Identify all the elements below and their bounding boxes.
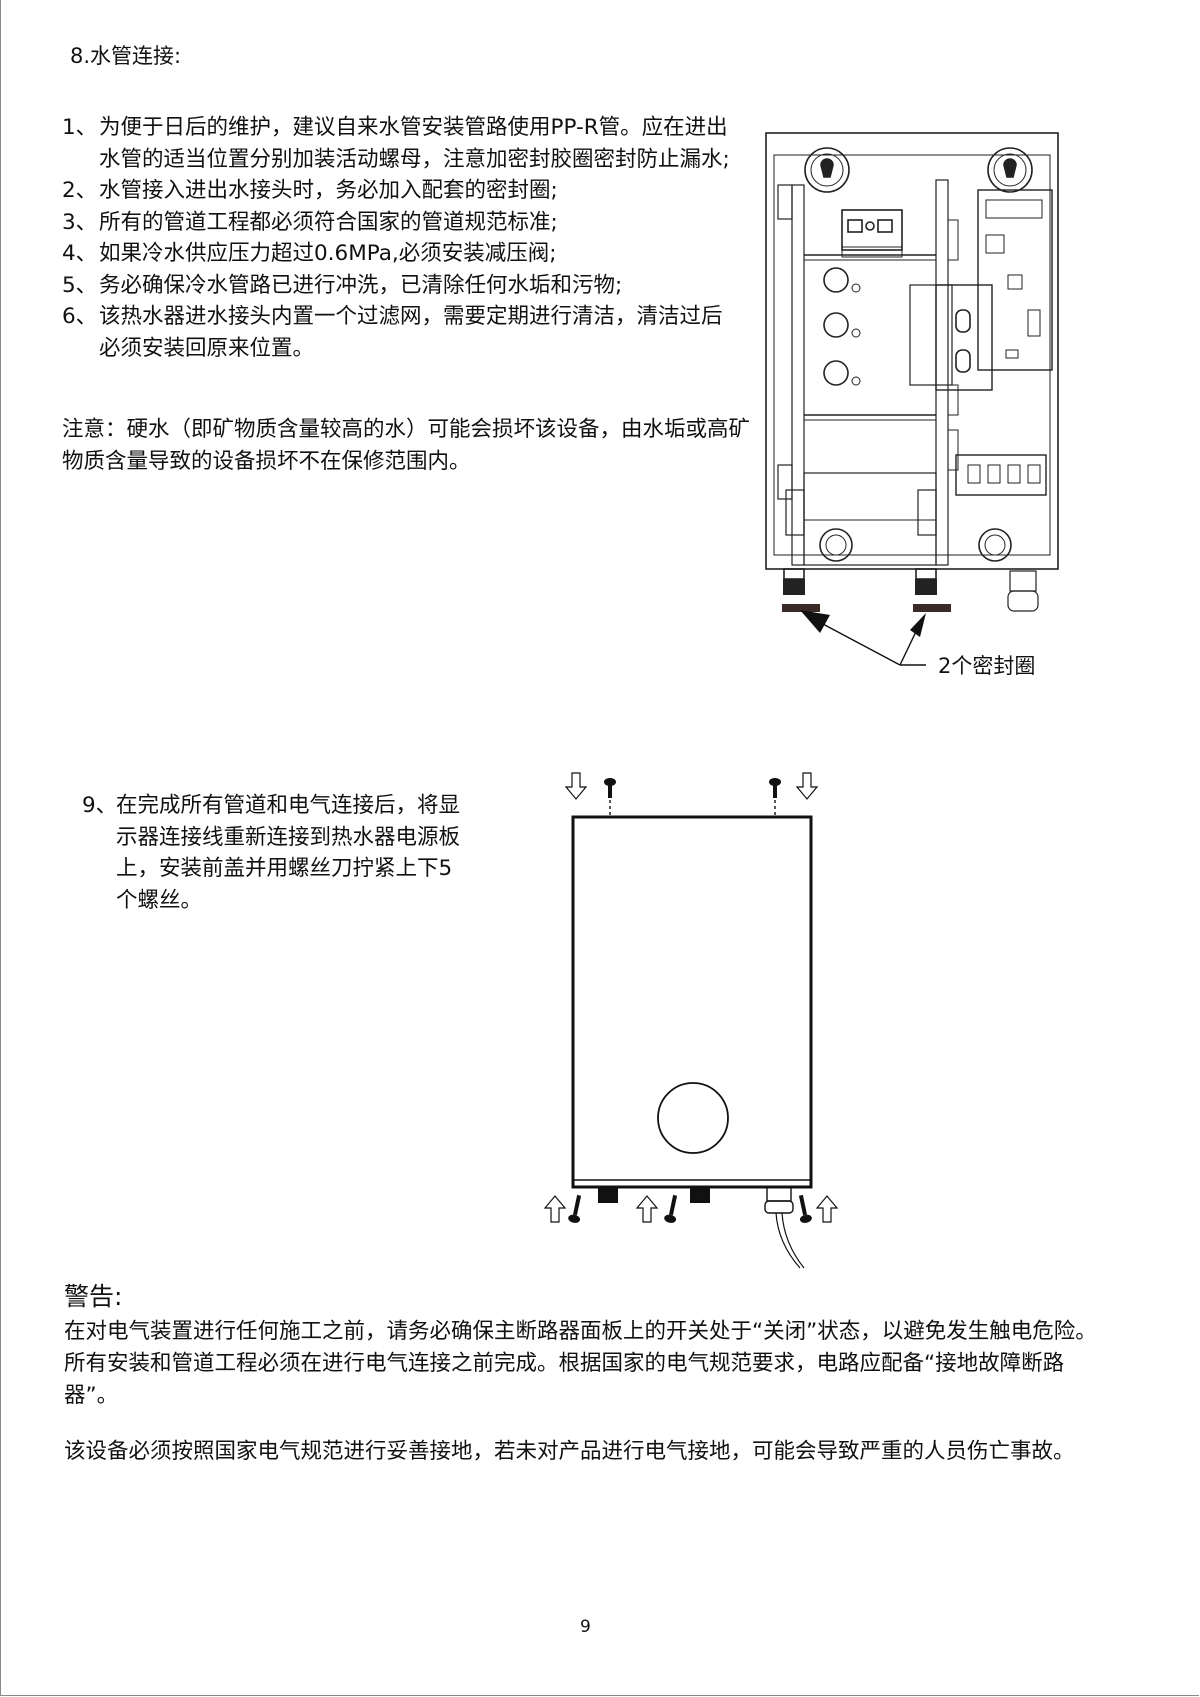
warning-paragraph-1: 在对电气装置进行任何施工之前，请务必确保主断路器面板上的开关处于“关闭”状态，以… xyxy=(64,1319,1097,1408)
seal-ring-label: 2个密封圈 xyxy=(938,654,1036,678)
front-cover-diagram xyxy=(543,772,839,1269)
section-9-text: 9、 在完成所有管道和电气连接后，将显示器连接线重新连接到热水器电源板上，安装前… xyxy=(82,793,461,913)
step-item-5: 5、务必确保冷水管路已进行冲洗，已清除任何水垢和污物; xyxy=(62,272,623,298)
seal-ring-left xyxy=(782,604,820,612)
step-item-1: 1、为便于日后的维护，建议自来水管安装管路使用PP-R管。应在进出水管的适当位置… xyxy=(62,115,730,172)
step-item-2: 2、水管接入进出水接头时，务必加入配套的密封圈; xyxy=(62,178,558,203)
warning-paragraph-2: 该设备必须按照国家电气规范进行妥善接地，若未对产品进行电气接地，可能会导致严重的… xyxy=(64,1439,1075,1464)
hard-water-note: 注意：硬水（即矿物质含量较高的水）可能会损坏该设备，由水垢或高矿物质含量导致的设… xyxy=(62,417,751,474)
step-item-6: 6、该热水器进水接头内置一个过滤网，需要定期进行清洁，清洁过后必须安装回原来位置… xyxy=(62,304,723,361)
page-number: 9 xyxy=(580,1617,591,1637)
warning-title: 警告: xyxy=(64,1282,123,1311)
step-item-3: 3、所有的管道工程都必须符合国家的管道规范标准; xyxy=(62,209,558,235)
heater-internal-diagram xyxy=(765,132,1059,666)
section-8-step-list: 1、为便于日后的维护，建议自来水管安装管路使用PP-R管。应在进出水管的适当位置… xyxy=(62,112,742,364)
seal-ring-right xyxy=(913,604,951,612)
section-8-title: 8.水管连接: xyxy=(70,44,182,68)
step-item-4: 4、如果冷水供应压力超过0.6MPa,必须安装减压阀; xyxy=(62,241,557,266)
